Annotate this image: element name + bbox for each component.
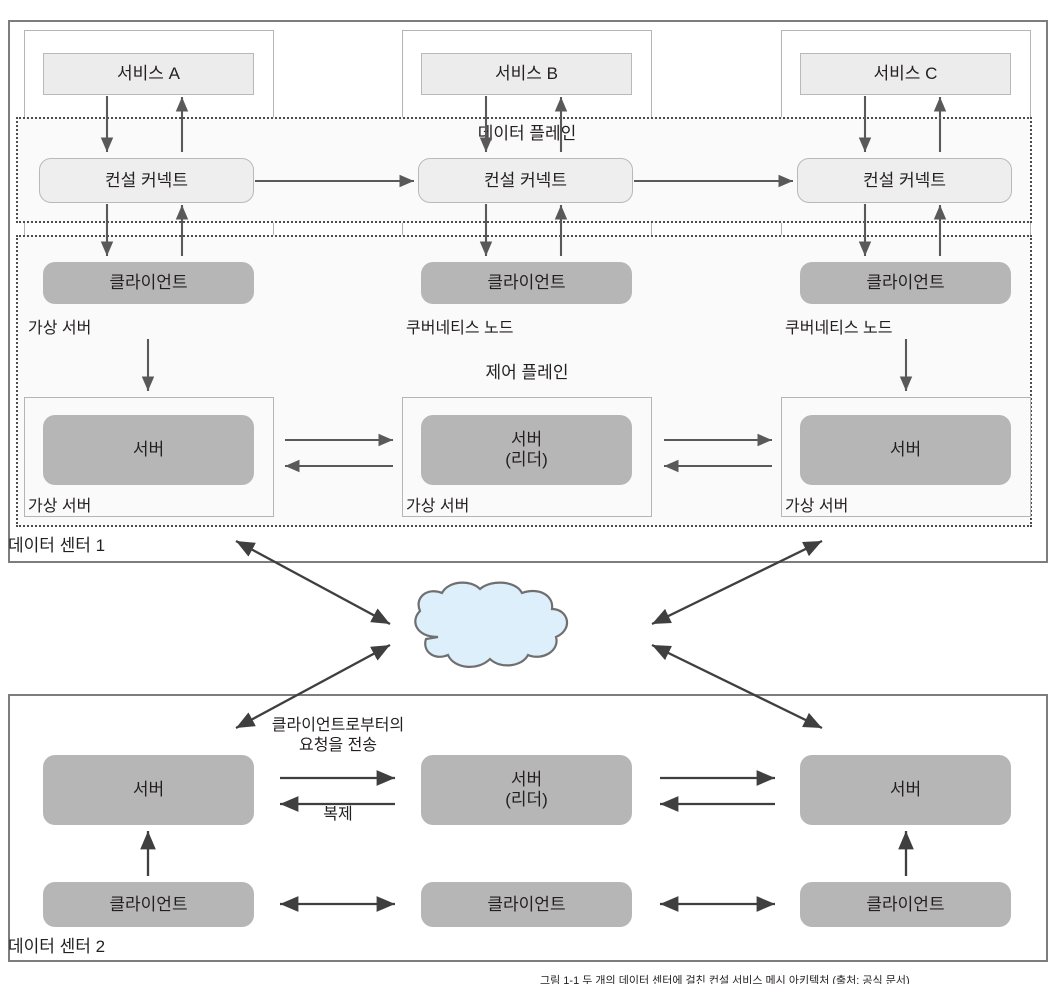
consul-connect-box-3[interactable]: 컨설 커넥트: [797, 158, 1012, 203]
service-a-box[interactable]: 서비스 A: [43, 53, 254, 95]
replicate-label: 복제: [323, 806, 353, 823]
dc1-server-node-2[interactable]: 서버 (리더): [421, 415, 632, 485]
dc1-node-caption-2: 쿠버네티스 노드: [406, 320, 514, 337]
dc1-server-caption-3: 가상 서버: [785, 498, 849, 515]
dc2-server-node-1[interactable]: 서버: [43, 755, 254, 825]
dc2-server-node-2[interactable]: 서버 (리더): [421, 755, 632, 825]
service-c-box[interactable]: 서비스 C: [800, 53, 1011, 95]
service-b-box[interactable]: 서비스 B: [421, 53, 632, 95]
internet-label: 인터넷: [504, 623, 552, 642]
forward-request-label: 클라이언트로부터의 요청을 전송: [271, 717, 405, 754]
dc2-client-node-3[interactable]: 클라이언트: [800, 882, 1011, 927]
dc1-server-caption-1: 가상 서버: [28, 498, 92, 515]
datacenter2-label: 데이터 센터 2: [8, 937, 106, 956]
dc1-client-box-1[interactable]: 클라이언트: [43, 262, 254, 304]
dc1-node-caption-3: 쿠버네티스 노드: [785, 320, 893, 337]
dc1-client-box-3[interactable]: 클라이언트: [800, 262, 1011, 304]
dc1-server-box-3: [781, 397, 1031, 517]
consul-connect-box-1[interactable]: 컨설 커넥트: [39, 158, 254, 203]
dc2-client-node-1[interactable]: 클라이언트: [43, 882, 254, 927]
dc1-server-box-2: [402, 397, 652, 517]
datacenter1-label: 데이터 센터 1: [8, 536, 106, 555]
dc1-server-node-3[interactable]: 서버: [800, 415, 1011, 485]
figure-caption: 그림 1-1 두 개의 데이터 센터에 걸친 컨설 서비스 메시 아키텍처 (출…: [540, 975, 910, 984]
dc1-client-box-2[interactable]: 클라이언트: [421, 262, 632, 304]
dc1-server-caption-2: 가상 서버: [406, 498, 470, 515]
dc1-server-node-1[interactable]: 서버: [43, 415, 254, 485]
datacenter1-frame: [8, 20, 1048, 563]
data-plane-label: 데이터 플레인: [477, 124, 577, 143]
dc1-server-box-1: [24, 397, 274, 517]
dc2-server-node-3[interactable]: 서버: [800, 755, 1011, 825]
dc2-client-node-2[interactable]: 클라이언트: [421, 882, 632, 927]
datacenter2-frame: [8, 694, 1048, 962]
control-plane-label: 제어 플레인: [485, 363, 569, 382]
consul-connect-box-2[interactable]: 컨설 커넥트: [418, 158, 633, 203]
dc1-node-caption-1: 가상 서버: [28, 320, 92, 337]
